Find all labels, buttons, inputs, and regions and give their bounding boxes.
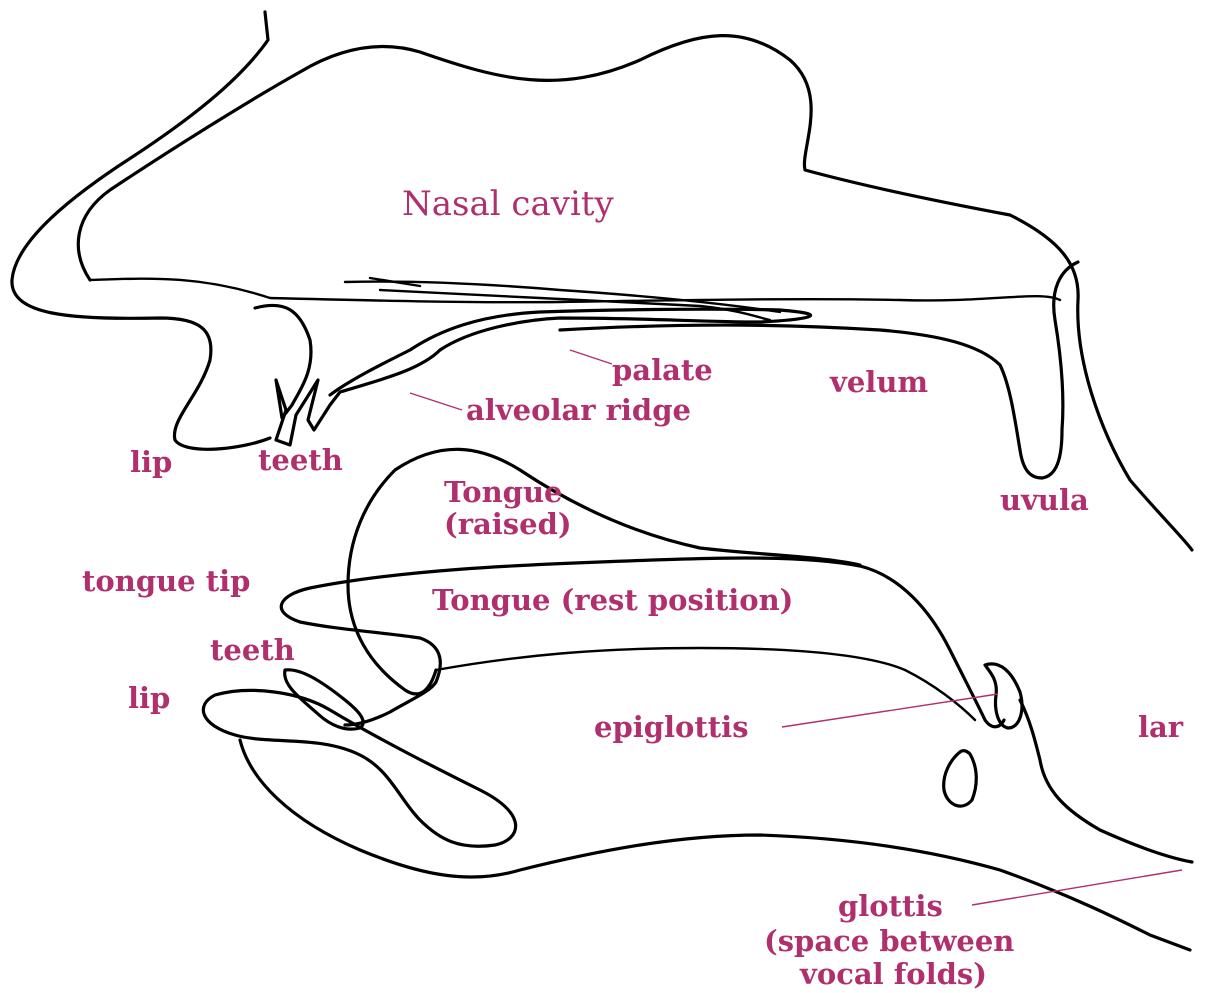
tongue-rest-label: Tongue (rest position) bbox=[432, 583, 793, 617]
tongue-raised-label-line2: (raised) bbox=[444, 507, 572, 541]
epiglottis-outline bbox=[985, 664, 1022, 728]
alveolar-ridge-label: alveolar ridge bbox=[466, 393, 691, 427]
larynx-partial-label: lar bbox=[1138, 710, 1184, 744]
tongue-tip-label: tongue tip bbox=[82, 564, 250, 598]
glottis-label-line1: glottis bbox=[838, 889, 943, 923]
vocal-fold-outline bbox=[944, 751, 977, 806]
upper-lip-label: lip bbox=[130, 445, 172, 479]
nasal-cavity-label: Nasal cavity bbox=[402, 184, 614, 224]
palate-leader bbox=[570, 350, 612, 364]
alveolar-ridge-leader bbox=[410, 393, 462, 410]
tongue-raised-label-line1: Tongue bbox=[444, 475, 563, 509]
glottis-label-line2: (space between bbox=[764, 924, 1014, 958]
velum-label: velum bbox=[829, 365, 928, 399]
lower-teeth-label: teeth bbox=[210, 633, 295, 667]
palate-label: palate bbox=[612, 353, 713, 387]
epiglottis-label: epiglottis bbox=[594, 710, 749, 744]
upper-teeth-label: teeth bbox=[258, 443, 343, 477]
uvula-label: uvula bbox=[1000, 483, 1089, 517]
nasal-cavity-outline bbox=[78, 36, 1192, 550]
glottis-label-line3: vocal folds) bbox=[799, 957, 987, 991]
tongue-underside-outline bbox=[300, 622, 440, 725]
lower-lip-label: lip bbox=[128, 681, 170, 715]
lower-teeth-outline bbox=[285, 670, 363, 729]
nose-upper-lip-outline bbox=[12, 12, 270, 449]
